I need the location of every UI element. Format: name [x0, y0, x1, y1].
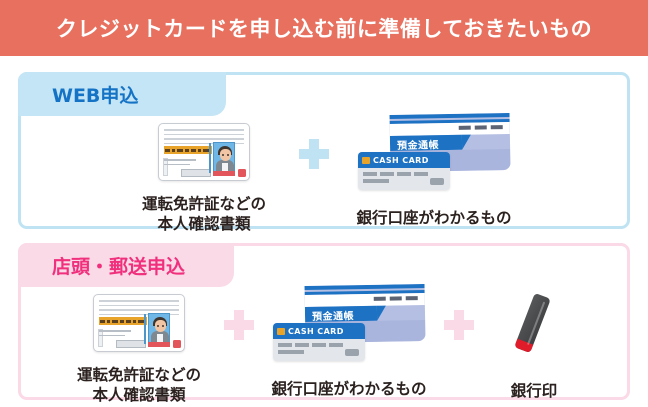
bankbook-cashcard-icon-web: 預金通帳 CASH CARD	[358, 112, 511, 190]
passbook-label-web: 預金通帳	[396, 140, 440, 152]
license-red-bar	[213, 171, 235, 176]
page-title: クレジットカードを申し込む前に準備しておきたいもの	[55, 17, 593, 41]
item-label-bank-account-web: 銀行口座がわかるもの	[356, 209, 512, 227]
panel-web-application: WEB申込	[18, 72, 630, 233]
license-divider-line	[208, 143, 211, 173]
header-band: クレジットカードを申し込む前に準備しておきたいもの	[0, 0, 648, 56]
item-label-bank-account-shop: 銀行口座がわかるもの	[271, 380, 427, 398]
license-name-band	[99, 317, 147, 325]
license-top-lines	[99, 300, 179, 318]
drivers-license-icon	[158, 123, 250, 181]
drivers-license-icon	[93, 294, 185, 352]
license-top-lines	[164, 129, 244, 147]
tab-store-mail-application: 店頭・郵送申込	[18, 243, 234, 287]
item-bank-account-web: 預金通帳 CASH CARD 銀行口座がわかるもの	[329, 112, 539, 229]
license-number-block	[181, 169, 211, 177]
license-bottom-lines	[164, 159, 210, 168]
tab-web-label: WEB申込	[52, 84, 139, 107]
web-items-row: 運転免許証などの 本人確認書類 預金通帳	[21, 112, 627, 233]
plus-icon-web-1	[299, 139, 329, 169]
license-side-strip	[163, 158, 168, 176]
license-red-chip	[238, 169, 246, 177]
item-label-bank-seal-shop: 銀行印	[510, 382, 558, 400]
identity-document-art-web	[158, 115, 250, 189]
item-identity-document-shop: 運転免許証などの 本人確認書類	[54, 286, 224, 406]
cash-card-icon-shop: CASH CARD	[273, 323, 365, 361]
license-bottom-lines	[99, 330, 145, 339]
license-divider-line	[143, 314, 146, 344]
bank-seal-art-shop	[502, 286, 566, 360]
license-name-band	[164, 146, 212, 154]
plus-icon-shop-2	[444, 310, 474, 340]
license-red-chip	[173, 340, 181, 348]
item-label-identity-document-web: 運転免許証などの 本人確認書類	[141, 195, 266, 233]
cash-card-icon-web: CASH CARD	[358, 152, 450, 190]
bankbook-cashcard-icon-shop: 預金通帳 CASH CARD	[273, 283, 426, 361]
tab-store-mail-label: 店頭・郵送申込	[52, 255, 186, 278]
item-bank-seal-shop: 銀行印	[474, 286, 594, 402]
identity-document-art-shop	[93, 286, 185, 360]
hanko-seal-icon	[502, 290, 566, 356]
item-bank-account-shop: 預金通帳 CASH CARD 銀行口座がわかるもの	[254, 283, 444, 400]
license-number-block	[116, 340, 146, 348]
license-side-strip	[98, 329, 103, 347]
hanko-highlight	[526, 301, 546, 346]
cash-card-chip-icon-web	[362, 156, 370, 164]
passbook-label-shop: 預金通帳	[311, 311, 355, 323]
license-portrait-photo	[148, 313, 170, 346]
license-red-bar	[148, 342, 170, 347]
cash-card-label-shop: CASH CARD	[288, 326, 344, 336]
cash-card-label-web: CASH CARD	[373, 155, 429, 165]
bank-account-art-shop: 預金通帳 CASH CARD	[273, 283, 426, 361]
plus-icon-shop-1	[224, 310, 254, 340]
bank-account-art-web: 預金通帳 CASH CARD	[358, 112, 511, 190]
item-label-identity-document-shop: 運転免許証などの 本人確認書類	[76, 366, 201, 404]
item-identity-document-web: 運転免許証などの 本人確認書類	[109, 115, 299, 235]
cash-card-chip-icon-shop	[277, 327, 285, 335]
tab-web-application: WEB申込	[18, 72, 226, 116]
panel-store-mail-application: 店頭・郵送申込	[18, 243, 630, 404]
shop-items-row: 運転免許証などの 本人確認書類 預金通帳	[21, 283, 627, 404]
